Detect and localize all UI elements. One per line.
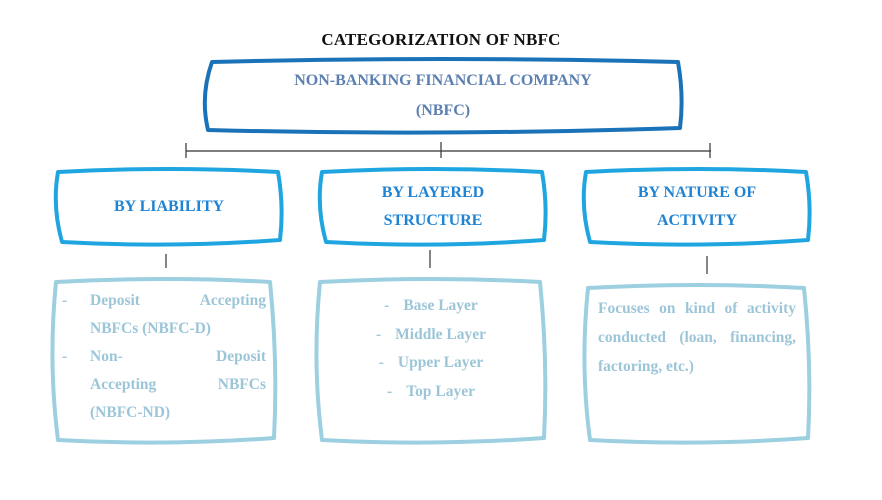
category-label-activity: BY NATURE OF ACTIVITY: [586, 172, 808, 242]
list-item: -Upper Layer: [326, 349, 536, 378]
list-dash: -: [387, 382, 393, 400]
connector-lines: [165, 142, 711, 274]
liability-list: - Deposit Accepting NBFCs (NBFC-D) - Non…: [62, 287, 266, 427]
list-dash: -: [384, 297, 390, 314]
list-item: - Deposit Accepting NBFCs (NBFC-D): [62, 287, 266, 343]
root-label-line1: NON-BANKING FINANCIAL COMPANY: [294, 72, 592, 89]
category-label-liability: BY LIABILITY: [58, 172, 280, 242]
category-label-line1: BY LIABILITY: [113, 198, 225, 215]
activity-description: Focuses on kind of activity conducted (l…: [598, 300, 796, 375]
list-item-text: Deposit Accepting NBFCs (NBFC-D): [90, 287, 266, 343]
root-label: NON-BANKING FINANCIAL COMPANY (NBFC): [205, 62, 681, 130]
detail-box-activity: [582, 283, 812, 445]
detail-box-layered: [314, 277, 548, 445]
layer-list: -Base Layer -Middle Layer -Upper Layer -…: [326, 292, 536, 406]
root-box: [202, 57, 684, 135]
category-box-layered: [317, 167, 548, 247]
category-label-line1: BY LAYERED: [381, 184, 485, 201]
diagram-title: CATEGORIZATION OF NBFC: [321, 30, 561, 49]
list-item-line: Non- Deposit: [90, 348, 266, 365]
layer-label: Base Layer: [403, 297, 478, 314]
list-item: -Top Layer: [326, 378, 536, 407]
category-label-line2: ACTIVITY: [656, 212, 737, 229]
list-item-line: Deposit Accepting: [90, 292, 266, 309]
category-label-line1: BY NATURE OF: [637, 184, 757, 201]
list-item: - Non- Deposit Accepting NBFCs (NBFC-ND): [62, 343, 266, 427]
list-dash: -: [378, 354, 384, 371]
category-label-layered: BY LAYERED STRUCTURE: [322, 172, 544, 242]
list-item-line: (NBFC-ND): [90, 404, 171, 421]
root-label-line2: (NBFC): [415, 102, 471, 119]
category-box-liability: [53, 167, 284, 247]
list-dash: -: [62, 292, 68, 309]
category-box-activity: [581, 167, 812, 247]
layer-label: Top Layer: [406, 382, 475, 400]
list-dash: -: [375, 325, 382, 343]
category-label-line2: STRUCTURE: [383, 212, 483, 229]
layer-label: Upper Layer: [397, 354, 484, 371]
layer-label: Middle Layer: [395, 325, 486, 343]
list-item: -Base Layer: [326, 292, 536, 321]
list-item: -Middle Layer: [326, 321, 536, 350]
list-item-line: NBFCs (NBFC-D): [90, 320, 211, 337]
list-item-line: Accepting NBFCs: [90, 376, 266, 393]
list-dash: -: [62, 348, 68, 365]
detail-box-liability: [50, 277, 278, 445]
list-item-text: Non- Deposit Accepting NBFCs (NBFC-ND): [90, 343, 266, 427]
